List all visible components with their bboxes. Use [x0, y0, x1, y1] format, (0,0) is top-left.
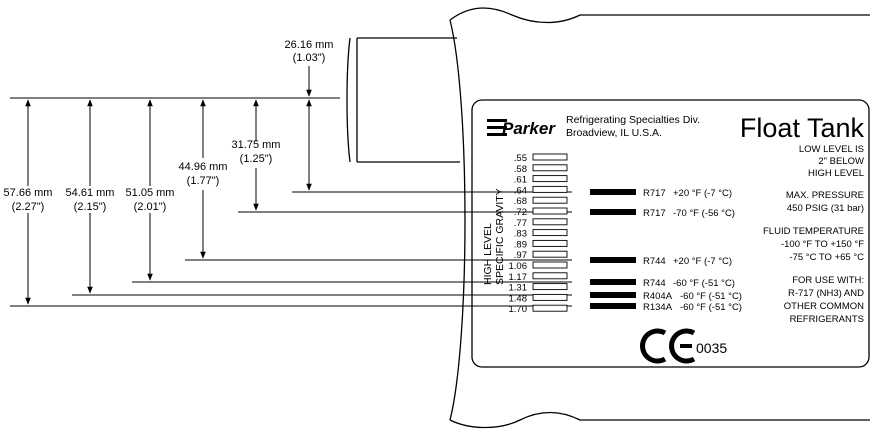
note-temp-3: -75 °C TO +65 °C: [789, 252, 864, 263]
gravity-label: 1.48: [509, 293, 528, 304]
gravity-label: .61: [514, 175, 527, 186]
refrigerant-temp: -70 °F (-56 °C): [673, 208, 735, 219]
gravity-marker: [532, 153, 568, 161]
tank-body: [449, 7, 870, 429]
refrigerant-temp: -60 °F (-51 °C): [680, 302, 742, 313]
gravity-label: .58: [514, 164, 527, 175]
gravity-label: 1.31: [509, 283, 528, 294]
dim-44-in: (1.77"): [187, 175, 220, 187]
refrigerant-name: R404A: [643, 291, 673, 302]
gravity-marker: [532, 250, 568, 258]
dim-51-in: (2.01"): [134, 201, 167, 213]
dim-54-mm: 54.61 mm: [66, 187, 115, 199]
location-text: Broadview, IL U.S.A.: [566, 127, 662, 139]
gravity-label: .77: [514, 218, 527, 229]
refrigerant-bar: [590, 303, 636, 309]
parker-logo: Parker: [487, 119, 556, 138]
dimension-arrows: [25, 66, 312, 305]
gravity-label: .72: [514, 207, 527, 218]
dim-26-in: (1.03"): [293, 52, 326, 64]
gravity-marker: [532, 229, 568, 237]
refrigerant-bar: [590, 292, 636, 298]
refrigerant-name: R744: [643, 256, 666, 267]
vertical-label-gravity: SPECIFIC GRAVITY: [494, 188, 506, 285]
dim-44-mm: 44.96 mm: [179, 161, 228, 173]
gravity-label: 1.17: [509, 272, 528, 283]
dim-54-in: (2.15"): [74, 201, 107, 213]
refrigerant-temp: -60 °F (-51 °C): [673, 278, 735, 289]
gravity-marker: [532, 218, 568, 226]
vertical-label-high-level: HIGH LEVEL: [482, 223, 494, 285]
logo-text: Parker: [502, 119, 556, 138]
gravity-scale: .55.58.61.64.68.72.77.83.89.971.061.171.…: [509, 153, 568, 315]
gravity-label: .89: [514, 239, 527, 250]
note-low-level-3: HIGH LEVEL: [808, 168, 864, 179]
gravity-label: 1.70: [509, 304, 528, 315]
inlet-stub: [346, 37, 460, 163]
refrigerant-temp: +20 °F (-7 °C): [673, 188, 732, 199]
right-notes: LOW LEVEL IS 2" BELOW HIGH LEVEL MAX. PR…: [763, 144, 864, 325]
dim-51-mm: 51.05 mm: [126, 187, 175, 199]
note-temp-2: -100 °F TO +150 °F: [781, 239, 864, 250]
dim-31-mm: 31.75 mm: [232, 139, 281, 151]
gravity-label: .97: [514, 250, 527, 261]
gravity-label: .83: [514, 229, 527, 240]
note-pressure-2: 450 PSIG (31 bar): [787, 203, 864, 214]
refrigerant-name: R717: [643, 188, 666, 199]
note-use-1: FOR USE WITH:: [792, 275, 864, 286]
note-use-3: OTHER COMMON: [784, 301, 864, 312]
gravity-label: .55: [514, 153, 527, 164]
note-temp-1: FLUID TEMPERATURE: [763, 226, 864, 237]
dim-26-mm: 26.16 mm: [285, 39, 334, 51]
gravity-marker: [532, 185, 568, 193]
refrigerant-rows: R717 +20 °F (-7 °C) R717 -70 °F (-56 °C) R74…: [590, 188, 742, 313]
gravity-label: .64: [514, 185, 527, 196]
ce-mark: [640, 328, 696, 364]
dim-57-in: (2.27"): [12, 201, 45, 213]
refrigerant-name: R717: [643, 208, 666, 219]
note-use-2: R-717 (NH3) AND: [788, 288, 864, 299]
plate-title: Float Tank: [740, 113, 865, 143]
note-low-level-1: LOW LEVEL IS: [799, 144, 864, 155]
gravity-marker: [532, 239, 568, 247]
gravity-marker: [532, 261, 568, 269]
note-use-4: REFRIGERANTS: [790, 314, 864, 325]
gravity-label: .68: [514, 196, 527, 207]
refrigerant-name: R134A: [643, 302, 673, 313]
dimension-labels: 26.16 mm (1.03") 31.75 mm (1.25") 44.96 …: [4, 39, 334, 213]
gravity-marker: [532, 196, 568, 204]
gravity-marker: [532, 175, 568, 183]
gravity-marker: [532, 304, 568, 312]
dim-57-mm: 57.66 mm: [4, 187, 53, 199]
refrigerant-temp: +20 °F (-7 °C): [673, 256, 732, 267]
refrigerant-bar: [590, 257, 636, 263]
reference-lines: [10, 97, 572, 307]
refrigerant-bar: [590, 209, 636, 215]
refrigerant-temp: -60 °F (-51 °C): [680, 291, 742, 302]
gravity-marker: [532, 293, 568, 301]
refrigerant-bar: [590, 189, 636, 195]
note-pressure-1: MAX. PRESSURE: [786, 190, 864, 201]
gravity-marker: [532, 164, 568, 172]
vertical-label: HIGH LEVEL SPECIFIC GRAVITY: [482, 188, 506, 285]
division-text: Refrigerating Specialties Div.: [566, 114, 700, 126]
dim-31-in: (1.25"): [240, 153, 273, 165]
gravity-marker: [532, 283, 568, 291]
refrigerant-name: R744: [643, 278, 666, 289]
gravity-label: 1.06: [509, 261, 528, 272]
name-plate: [471, 99, 870, 368]
gravity-marker: [532, 207, 568, 215]
gravity-marker: [532, 272, 568, 280]
ce-number: 0035: [696, 340, 727, 356]
refrigerant-bar: [590, 279, 636, 285]
note-low-level-2: 2" BELOW: [818, 156, 864, 167]
